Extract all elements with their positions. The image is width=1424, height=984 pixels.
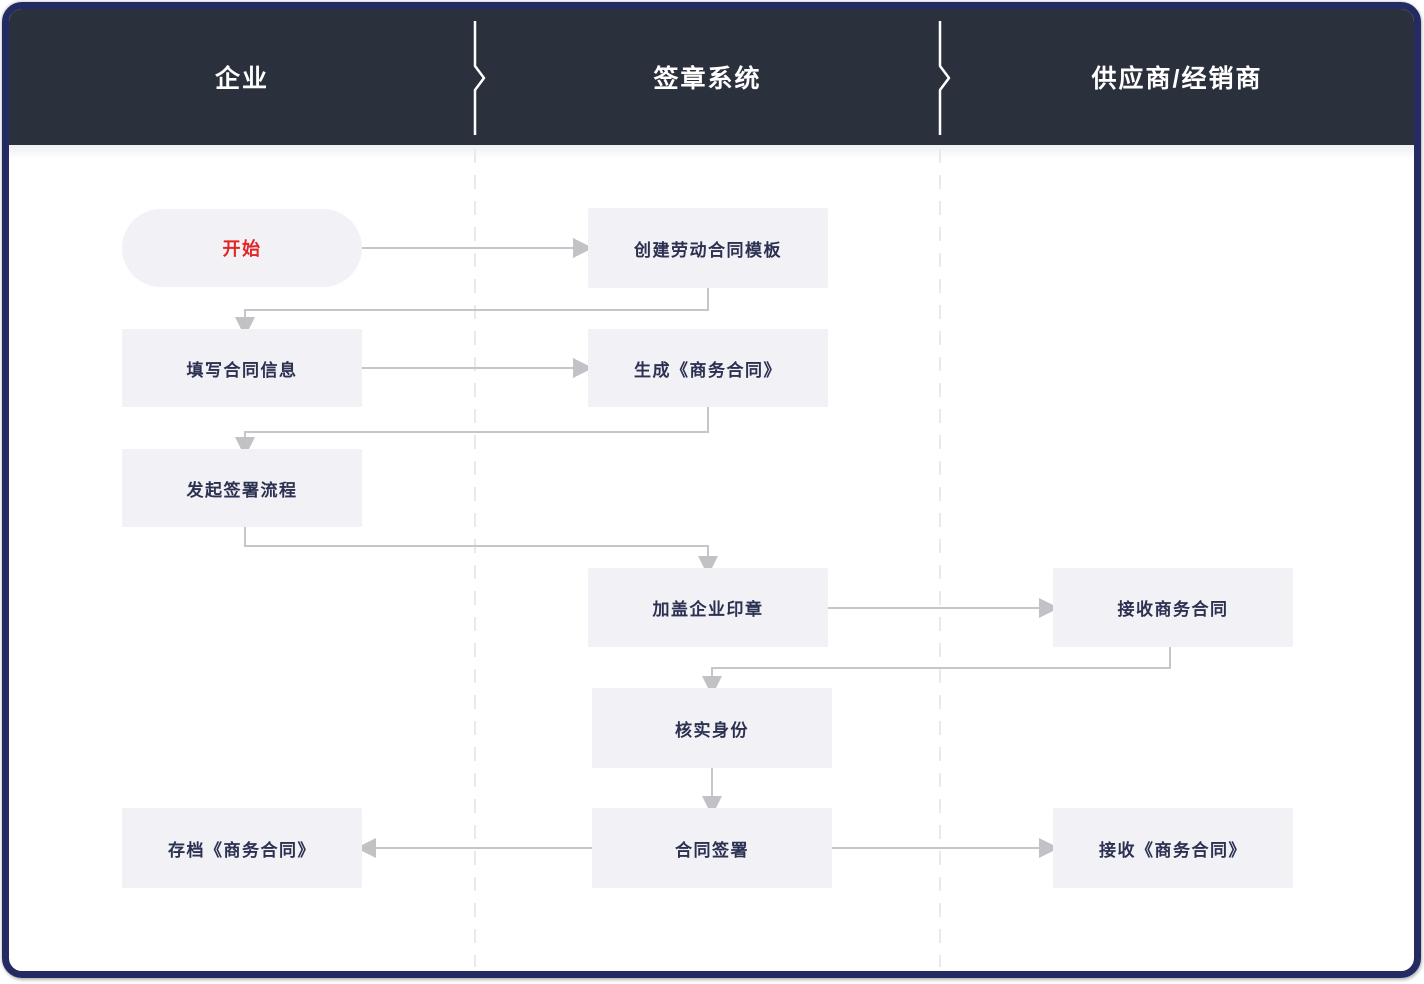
lane-title-supplier: 供应商/经销商 — [1091, 65, 1263, 93]
lane-title-enterprise: 企业 — [214, 65, 269, 93]
node-fill-contract-info: 填写合同信息 — [122, 329, 362, 407]
lane-divider-chevron-icon — [938, 21, 951, 135]
lane-title-signature-system: 签章系统 — [653, 65, 762, 93]
node-sign-contract: 合同签署 — [592, 808, 832, 888]
lane-divider-chevron-icon — [473, 21, 486, 135]
swimlane-header: 企业 签章系统 供应商/经销商 — [9, 9, 1414, 145]
node-receive-business-contract: 接收商务合同 — [1053, 568, 1293, 647]
node-generate-business-contract: 生成《商务合同》 — [588, 329, 828, 407]
flow-connectors — [235, 149, 1171, 967]
header-shadow — [9, 145, 1414, 159]
node-initiate-signing-flow: 发起签署流程 — [122, 449, 362, 527]
node-receive-business-contract-final: 接收《商务合同》 — [1053, 808, 1293, 888]
node-apply-enterprise-seal: 加盖企业印章 — [588, 568, 828, 647]
lane-divider-dashed — [474, 149, 941, 967]
node-create-contract-template: 创建劳动合同模板 — [588, 208, 828, 288]
node-verify-identity: 核实身份 — [592, 688, 832, 768]
node-start: 开始 — [122, 209, 362, 287]
node-archive-business-contract: 存档《商务合同》 — [122, 808, 362, 888]
